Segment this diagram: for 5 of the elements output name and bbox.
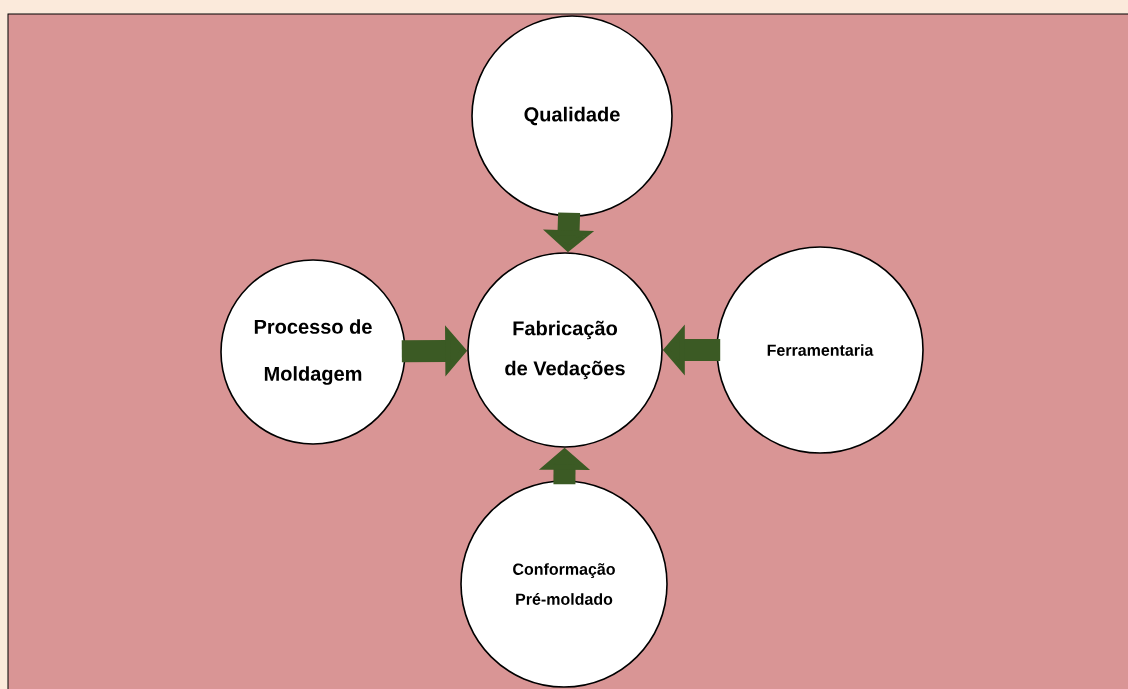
circle-node: Qualidade [471, 15, 673, 217]
circle-node: Conformação Pré-moldado [460, 480, 668, 688]
circle-node: Processo de Moldagem [220, 259, 406, 445]
circle-node: Fabricação de Vedações [467, 252, 663, 448]
circle-node: Ferramentaria [716, 246, 924, 454]
